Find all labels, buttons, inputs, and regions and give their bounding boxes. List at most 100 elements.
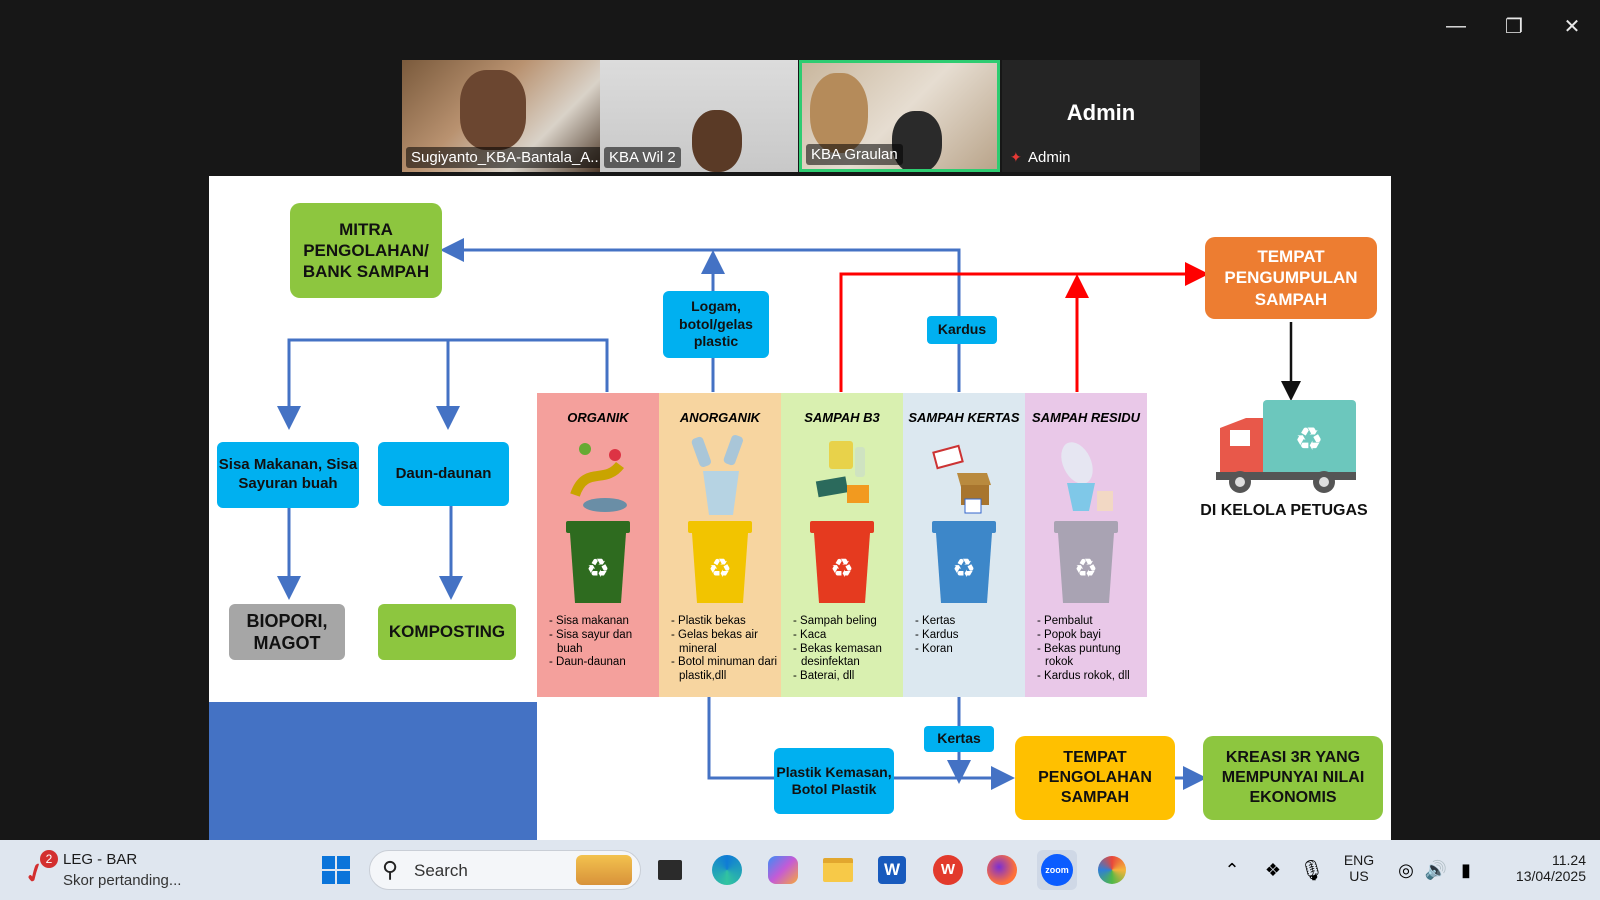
edge-icon[interactable] [707,850,747,890]
participant-name: KBA Wil 2 [604,147,681,168]
zoom-icon[interactable]: zoom [1037,850,1077,890]
column-title: SAMPAH RESIDU [1031,410,1141,425]
participant-video [692,110,742,172]
participant-video [460,70,526,150]
region-label: US [1349,868,1369,884]
svg-text:♻: ♻ [952,554,975,584]
blue-block [209,702,537,840]
search-highlight-icon [576,855,632,885]
search-box[interactable]: ⚲ Search [369,850,641,890]
column-title: ANORGANIK [679,410,761,425]
language-label: ENG [1343,852,1375,868]
organic-waste-icon [565,435,635,515]
zoom-window: — ❐ ✕ Sugiyanto_KBA-Bantala_A... KBA Wil… [209,14,1581,840]
list-item: - Kardus rokok, dll [1037,670,1130,683]
yellow-bin-icon: ♻ [688,521,752,607]
list-item: - Sisa sayur dan buah [549,628,633,655]
svg-text:♻: ♻ [586,554,609,584]
participant-tile-active-speaker[interactable]: KBA Graulan [799,60,1000,172]
chevron-up-icon[interactable]: ⌃ [1224,859,1240,880]
participant-name: ✦ Admin [1010,149,1071,166]
list-item: - Bekas kemasan desinfektan [793,642,882,669]
participant-name: KBA Graulan [806,144,903,165]
date-label: 13/04/2025 [1515,868,1586,884]
list-item: - Pembalut [1037,615,1093,627]
column-items: - Plastik bekas - Gelas bekas air minera… [671,615,779,684]
search-icon: ⚲ [382,857,399,882]
sisa-makanan-box: Sisa Makanan, Sisa Sayuran buah [217,442,359,508]
green-bin-icon: ♻ [566,521,630,607]
garbage-truck-icon: ♻ [1216,400,1356,493]
widgets-icon[interactable]: ✓ 2 [19,850,60,891]
restore-icon[interactable]: ❐ [1505,15,1523,38]
list-item: - Kardus [915,628,959,641]
task-view-icon[interactable] [650,850,690,890]
list-item: - Kertas [915,615,956,627]
search-placeholder: Search [414,861,468,880]
red-bin-icon: ♻ [810,521,874,607]
volume-icon[interactable]: 🔊 [1424,859,1448,880]
list-item: - Sampah beling [793,615,877,627]
blue-bin-icon: ♻ [932,521,996,607]
microphone-icon[interactable]: 🎙 [1299,859,1325,882]
di-kelola-label: DI KELOLA PETUGAS [1200,502,1368,519]
start-icon[interactable] [316,850,356,890]
close-icon[interactable]: ✕ [1563,15,1581,38]
column-sampah-b3: SAMPAH B3 ♻ - Sampah beling - Kaca - Bek… [781,393,903,697]
column-title: ORGANIK [567,410,629,425]
list-item: - Daun-daunan [549,656,626,669]
wps-icon[interactable]: W [928,850,968,890]
residual-waste-icon [1055,437,1119,517]
wifi-icon[interactable]: ◎ [1398,859,1414,880]
participant-tile[interactable]: Sugiyanto_KBA-Bantala_A... [402,60,600,172]
firefox-icon[interactable] [982,850,1022,890]
participant-tile[interactable]: Admin ✦ Admin [1002,60,1200,172]
column-items: - Sisa makanan - Sisa sayur dan buah - D… [549,615,657,670]
clock[interactable]: 11.24 13/04/2025 [1490,852,1586,884]
column-anorganik: ANORGANIK ♻ - Plastik bekas - Gelas beka… [659,393,781,697]
time-label: 11.24 [1552,852,1586,868]
svg-text:♻: ♻ [830,554,853,584]
dropbox-icon[interactable]: ❖ [1264,859,1282,880]
column-items: - Sampah beling - Kaca - Bekas kemasan d… [793,615,901,684]
komposting-box: KOMPOSTING [378,604,516,660]
list-item: - Gelas bekas air mineral [671,628,758,655]
battery-icon[interactable]: ▮ [1461,859,1471,880]
plastic-waste-icon [689,431,753,517]
column-sampah-kertas: SAMPAH KERTAS ♻ - Kertas - Kardus - Kora… [903,393,1025,697]
minimize-icon[interactable]: — [1446,14,1466,37]
list-item: - Plastik bekas [671,615,746,627]
file-explorer-icon[interactable] [818,850,858,890]
copilot-icon[interactable] [763,850,803,890]
list-item: - Popok bayi [1037,628,1101,641]
list-item: - Sisa makanan [549,615,629,627]
mitra-box: MITRA PENGOLAHAN/ BANK SAMPAH [290,203,442,298]
kertas-label: Kertas [924,726,994,752]
participant-name: Sugiyanto_KBA-Bantala_A... [406,147,600,168]
svg-text:♻: ♻ [708,554,731,584]
language-indicator[interactable]: ENG US [1337,852,1381,884]
list-item: - Baterai, dll [793,670,855,683]
widget-subtitle[interactable]: Skor pertanding... [63,872,182,889]
flow-arrows [277,238,1301,790]
daun-box: Daun-daunan [378,442,509,506]
shared-screen-slide: MITRA PENGOLAHAN/ BANK SAMPAH TEMPAT PEN… [209,176,1391,840]
muted-mic-icon: ✦ [1010,149,1022,165]
biopori-box: BIOPORI, MAGOT [229,604,345,660]
notification-badge: 2 [40,850,58,868]
svg-text:♻: ♻ [1074,554,1097,584]
participant-video [810,73,868,153]
list-item: - Bekas puntung rokok [1037,642,1121,669]
participant-tile[interactable]: KBA Wil 2 [600,60,798,172]
word-icon[interactable]: W [872,850,912,890]
taskbar: ✓ 2 LEG - BAR Skor pertanding... ⚲ Searc… [0,840,1600,900]
paint-icon[interactable] [1092,850,1132,890]
widget-title[interactable]: LEG - BAR [63,851,138,868]
list-item: - Koran [915,642,953,655]
svg-text:♻: ♻ [1295,420,1324,458]
column-title: SAMPAH B3 [804,410,880,425]
column-sampah-residu: SAMPAH RESIDU ♻ - Pembalut - Popok bayi … [1025,393,1147,697]
column-items: - Kertas - Kardus - Koran [915,615,1023,656]
plastik-kemasan-box: Plastik Kemasan, Botol Plastik [774,748,894,814]
list-item: - Botol minuman dari plastik,dll [671,656,778,683]
